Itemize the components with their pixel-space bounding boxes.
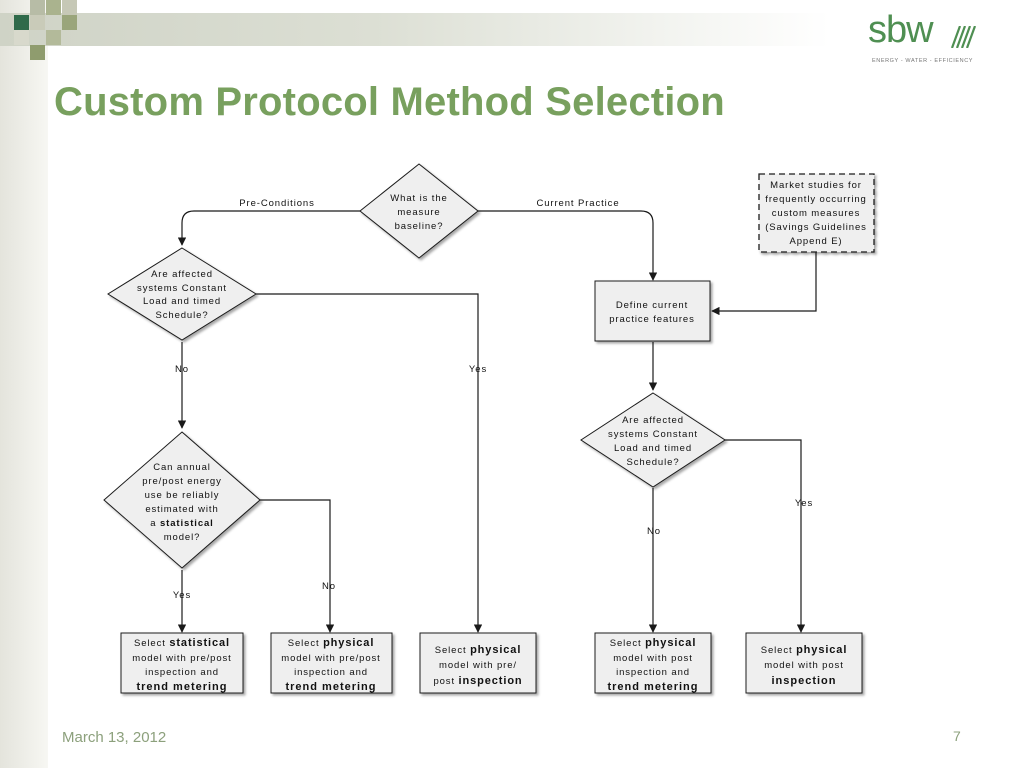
box-select-statistical [120,632,244,694]
logo-tagline: ENERGY - WATER - EFFICIENCY [872,58,974,64]
deco-square [14,15,29,30]
deco-square [30,15,45,30]
label-yes: Yes [795,498,813,509]
edge-preconditions [177,210,360,246]
diamond-line: pre/post energy [142,476,222,487]
box-text: Market studies for frequently occurring … [132,180,867,693]
box-market-studies [758,173,875,253]
page-number: 7 [953,728,961,744]
box-line: model with post [764,660,844,671]
box-line: model with post [613,653,693,664]
shapes [103,163,863,694]
box-line: inspection and [145,667,219,678]
sbw-logo: sbw ENERGY - WATER - EFFICIENCY [866,8,976,68]
diamond-line: What is the [390,193,447,204]
box-select-physical-trend [270,632,393,694]
edge-annual-no [260,499,335,633]
box-line: inspection [771,675,836,687]
diamond-right-constant-load [580,392,726,488]
box-line: Select physical [288,637,375,649]
diamond-line: model? [164,532,201,543]
connectors [177,210,817,633]
diamond-line: Schedule? [627,457,680,468]
diamond-line: Load and timed [614,443,692,454]
deco-square [46,30,61,45]
edge-left-yes [256,293,483,633]
box-line: custom measures [772,208,860,219]
box-line: trend metering [136,681,227,693]
box-line: model with pre/post [281,653,380,664]
box-line: inspection and [294,667,368,678]
deco-square [62,15,77,30]
deco-square [14,30,29,45]
label-no: No [322,581,336,592]
box-line: Select statistical [134,637,230,649]
logo-slashes-icon [950,26,976,48]
box-line: trend metering [607,681,698,693]
box-line: model with pre/post [132,653,231,664]
box-line: trend metering [285,681,376,693]
box-define-practice [594,280,711,342]
box-line: post inspection [433,675,522,687]
diamond-line: baseline? [395,221,444,232]
box-line: Market studies for [770,180,862,191]
box-line: Select physical [610,637,697,649]
left-strip [0,0,48,768]
logo-word: sbw [868,9,934,51]
label-yes: Yes [173,590,191,601]
diamond-text: What is the measure baseline? Are affect… [137,193,698,543]
box-line: Select physical [435,644,522,656]
diamond-line: systems Constant [608,429,698,440]
header-bar [0,13,830,46]
edge-current-practice [478,210,658,281]
footer-date: March 13, 2012 [62,729,167,746]
box-line: Append E) [790,236,843,247]
diamond-line: measure [397,207,440,218]
label-no: No [175,364,189,375]
deco-square [62,0,77,15]
box-line: model with pre/ [439,660,517,671]
branch-labels: Pre-Conditions Current Practice No Yes Y… [173,198,813,601]
diamond-line: estimated with [145,504,218,515]
slide-title: Custom Protocol Method Selection [54,80,725,124]
diamond-line: Are affected [151,269,213,280]
box-select-physical-post [745,632,863,694]
diamond-line: Can annual [153,462,211,473]
edge-right-yes [725,439,806,633]
diamond-annual-energy [103,431,261,569]
box-line: frequently occurring [765,194,866,205]
box-line: Define current [616,300,688,311]
deco-square [30,45,45,60]
box-line: practice features [609,314,695,325]
label-preconditions: Pre-Conditions [239,198,314,209]
box-line: Select physical [761,644,848,656]
box-select-physical-post-trend [594,632,712,694]
diamond-line: use be reliably [145,490,220,501]
box-line: (Savings Guidelines [765,222,867,233]
label-no: No [647,526,661,537]
diamond-line: Schedule? [156,310,209,321]
deco-square [46,0,61,15]
diamond-left-constant-load [107,247,257,341]
diamond-line: Load and timed [143,296,221,307]
edge-market-to-define [711,252,817,316]
diamond-line: a statistical [150,518,213,529]
deco-square [30,0,45,15]
label-current-practice: Current Practice [536,198,619,209]
label-yes: Yes [469,364,487,375]
diamond-line: systems Constant [137,283,227,294]
diamond-baseline [359,163,479,259]
box-line: inspection and [616,667,690,678]
box-select-physical-pre-post [419,632,537,694]
diamond-line: Are affected [622,415,684,426]
